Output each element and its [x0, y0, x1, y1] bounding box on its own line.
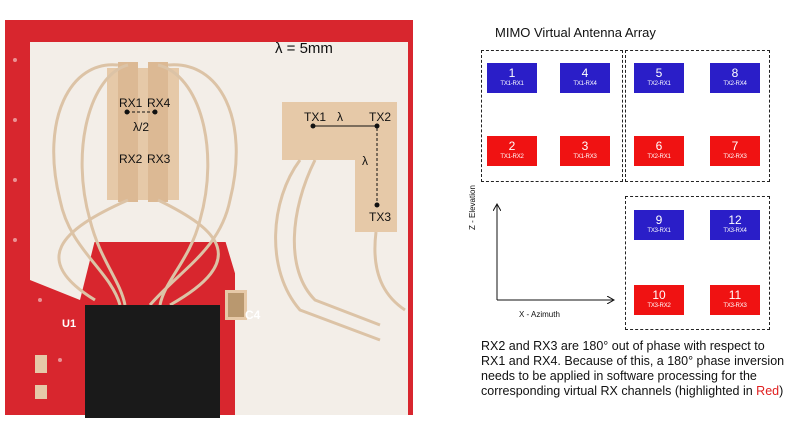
mimo-title: MIMO Virtual Antenna Array — [495, 25, 656, 40]
group-tx3 — [625, 196, 770, 330]
cell-pair: TX3-RX4 — [723, 228, 747, 234]
cell-number: 9 — [655, 213, 663, 227]
caption-end: ) — [779, 384, 784, 398]
c4-label: C4 — [245, 308, 261, 322]
rx4-label: RX4 — [147, 96, 171, 110]
cell-number: 4 — [581, 66, 589, 80]
half-lambda-label: λ/2 — [133, 120, 150, 134]
cell-pair: TX1-RX4 — [573, 81, 597, 87]
rx1-label: RX1 — [119, 96, 143, 110]
lambda-horizontal-label: λ — [337, 110, 343, 124]
cell-pair: TX2-RX1 — [647, 81, 671, 87]
cell-number: 1 — [508, 66, 516, 80]
cell-pair: TX3-RX1 — [647, 228, 671, 234]
cell-number: 3 — [581, 139, 589, 153]
rx3-label: RX3 — [147, 152, 171, 166]
axis-z-label: Z - Elevation — [468, 185, 477, 230]
cell-number: 11 — [728, 288, 742, 302]
cell-number: 12 — [728, 213, 742, 227]
group-tx2 — [625, 50, 770, 182]
cell-number: 7 — [731, 139, 739, 153]
pcb-photo — [0, 0, 418, 418]
cell-pair: TX3-RX2 — [647, 303, 671, 309]
caption-text: RX2 and RX3 are 180° out of phase with r… — [481, 339, 791, 399]
rx-patch-area — [107, 68, 179, 200]
cell-number: 2 — [508, 139, 516, 153]
cell-number: 5 — [655, 66, 663, 80]
axis-x-label: X - Azimuth — [519, 310, 560, 319]
axes-arrows — [480, 195, 620, 315]
group-tx1 — [481, 50, 623, 182]
cell-pair: TX1-RX3 — [573, 154, 597, 160]
cell-pair: TX1-RX1 — [500, 81, 524, 87]
cell-number: 6 — [655, 139, 663, 153]
lambda-vertical-label: λ — [362, 154, 368, 168]
tx3-label: TX3 — [369, 210, 392, 224]
caption-main: RX2 and RX3 are 180° out of phase with r… — [481, 339, 785, 398]
u1-label: U1 — [62, 318, 77, 330]
cell-number: 10 — [652, 288, 666, 302]
tx2-label: TX2 — [369, 110, 392, 124]
cell-pair: TX2-RX1 — [647, 154, 671, 160]
caption-highlight: Red — [756, 384, 780, 398]
wavelength-label: λ = 5mm — [275, 40, 333, 57]
rx2-label: RX2 — [119, 152, 143, 166]
cell-pair: TX2-RX3 — [723, 154, 747, 160]
cell-pair: TX1-RX2 — [500, 154, 524, 160]
cell-pair: TX3-RX3 — [723, 303, 747, 309]
cell-pair: TX2-RX4 — [723, 81, 747, 87]
tx1-label: TX1 — [304, 110, 327, 124]
chip-u1 — [85, 305, 220, 418]
cell-number: 8 — [731, 66, 739, 80]
